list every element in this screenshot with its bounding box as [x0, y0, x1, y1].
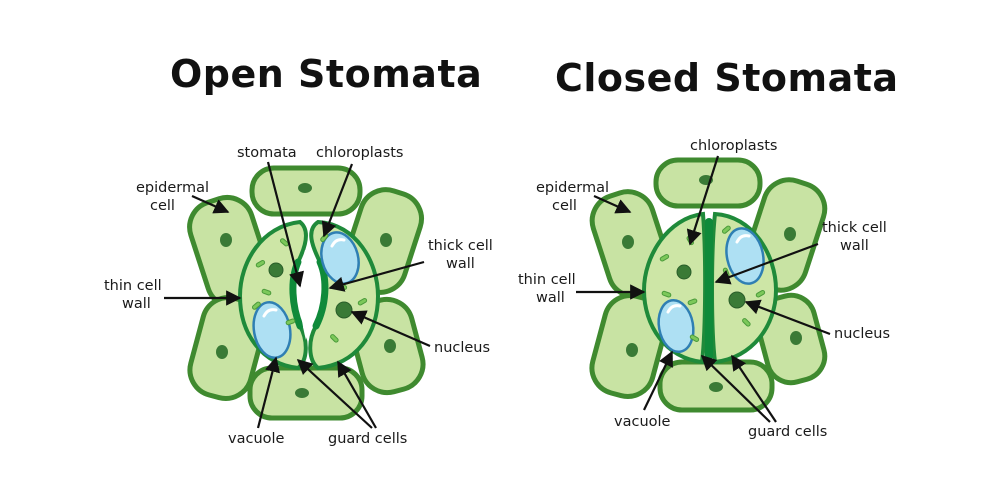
label-chloroplasts: chloroplasts: [316, 145, 404, 161]
chloroplast: [251, 301, 261, 310]
label-thin-cell-wall: wall: [122, 296, 151, 312]
epidermal-nucleus: [622, 235, 634, 249]
label-thick-cell-wall: wall: [446, 256, 475, 272]
epidermal-nucleus: [784, 227, 796, 241]
arrow-vacuole: [643, 350, 673, 411]
closed-stomata-title: Closed Stomata: [555, 56, 899, 100]
epidermal-nucleus: [216, 345, 228, 359]
epidermal-nucleus: [298, 183, 312, 193]
arrow-nucleus: [350, 310, 431, 348]
chloroplast: [721, 225, 731, 234]
chloroplast: [755, 290, 766, 298]
nucleus-right: [335, 301, 353, 319]
vacuole-shine: [666, 304, 682, 314]
chloroplast: [357, 298, 368, 306]
arrow-nucleus: [744, 299, 831, 336]
label-thick-cell-wall: thick cell: [428, 238, 493, 254]
chloroplast: [279, 238, 289, 247]
epidermal-nucleus: [380, 233, 392, 247]
label-epidermal-cell: epidermal: [536, 180, 609, 196]
chloroplast: [255, 260, 266, 268]
label-nucleus: nucleus: [834, 326, 890, 342]
epidermal-nucleus: [295, 388, 309, 398]
label-epidermal-cell: cell: [552, 198, 577, 214]
label-guard-cells: guard cells: [748, 424, 827, 440]
label-stomata: stomata: [237, 145, 297, 161]
label-epidermal-cell: cell: [150, 198, 175, 214]
label-vacuole: vacuole: [228, 431, 285, 447]
chloroplast: [261, 288, 272, 296]
label-thick-cell-wall: wall: [840, 238, 869, 254]
chloroplast: [689, 334, 700, 342]
arrow-vacuole: [256, 356, 281, 429]
vacuole-shine: [735, 234, 751, 244]
epidermal-nucleus: [790, 331, 802, 345]
label-thin-cell-wall: wall: [536, 290, 565, 306]
arrow-guard-cells: [296, 358, 373, 429]
arrow-epidermal: [593, 194, 632, 214]
arrow-stomata: [266, 161, 304, 288]
thick-wall-right: [312, 258, 329, 330]
guard-cells-open: [237, 219, 381, 371]
vacuole-shine: [330, 238, 346, 248]
arrow-guard-cells: [700, 354, 771, 423]
nucleus-left: [676, 264, 692, 280]
arrow-guard-cells: [731, 354, 777, 423]
chloroplast: [742, 318, 751, 327]
arrow-guard-cells: [337, 360, 377, 429]
arrow-thick-wall: [714, 242, 819, 285]
closed-stomata-figure: chloroplasts epidermal cell thick cell w…: [518, 138, 890, 440]
nucleus-left: [268, 262, 284, 278]
label-thin-cell-wall: thin cell: [518, 272, 576, 288]
nucleus-right: [728, 291, 746, 309]
chloroplast: [661, 290, 672, 298]
epidermal-nucleus: [709, 382, 723, 392]
label-epidermal-cell: epidermal: [136, 180, 209, 196]
label-thick-cell-wall: thick cell: [822, 220, 887, 236]
chloroplast: [659, 254, 670, 262]
chloroplast: [687, 298, 698, 306]
epidermal-nucleus: [384, 339, 396, 353]
label-vacuole: vacuole: [614, 414, 671, 430]
label-guard-cells: guard cells: [328, 431, 407, 447]
arrow-chloroplasts: [686, 155, 720, 246]
vacuole-shine: [262, 308, 278, 318]
open-stomata-title: Open Stomata: [170, 52, 483, 96]
arrow-thick-wall: [328, 260, 425, 292]
arrow-chloroplasts: [321, 163, 354, 238]
chloroplast: [285, 318, 296, 326]
label-thin-cell-wall: thin cell: [104, 278, 162, 294]
arrow-epidermal: [191, 194, 230, 214]
epidermal-nucleus: [220, 233, 232, 247]
chloroplast: [330, 334, 339, 343]
label-chloroplasts: chloroplasts: [690, 138, 778, 154]
label-nucleus: nucleus: [434, 340, 490, 356]
epidermal-nucleus: [626, 343, 638, 357]
open-stomata-figure: stomata chloroplasts epidermal cell thic…: [104, 145, 493, 447]
guard-cells-closed: [641, 211, 779, 365]
